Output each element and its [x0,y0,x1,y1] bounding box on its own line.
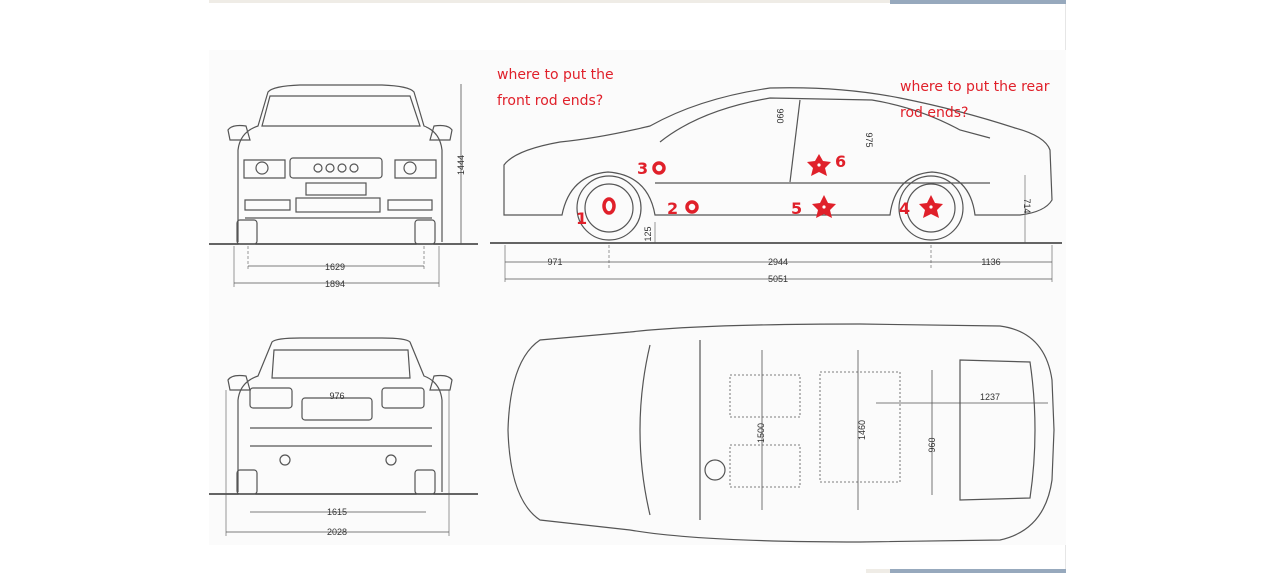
side-view-drawing [490,87,1062,282]
dim-top-front-width: 1500 [756,423,766,443]
front-question-line-1: where to put the [497,67,614,83]
bottom-accent-bar [890,569,1066,573]
front-view-drawing [209,84,478,287]
top-view-drawing [507,323,1055,543]
dim-rear-track: 1615 [327,507,347,517]
dim-trunk-width: 960 [927,437,937,452]
dim-front-width: 1894 [325,279,345,289]
marker-5-label: 5 [791,199,802,218]
dim-wheelbase: 2944 [768,257,788,267]
dim-length: 5051 [768,274,788,284]
dim-trunk-height: 714 [1022,198,1032,213]
dim-front-overhang: 971 [547,257,562,267]
top-accent-bar [890,0,1066,4]
dim-ground-clearance: 125 [643,226,653,241]
dim-front-track: 1629 [325,262,345,272]
rear-rod-ends-question: where to put the rear rod ends? [900,74,1049,126]
front-question-line-2: front rod ends? [497,93,604,109]
dim-trunk-length: 1237 [980,392,1000,402]
dim-top-rear-width: 1460 [857,420,867,440]
dim-rear-overhang: 1136 [981,257,1000,267]
marker-2-circle [685,200,699,214]
bottom-border-strip [866,569,890,573]
marker-1-label: 1 [576,209,587,228]
front-rod-ends-question: where to put the front rod ends? [497,62,614,114]
rear-question-line-1: where to put the rear [900,79,1050,95]
top-border-strip [209,0,1066,3]
marker-2-label: 2 [667,199,678,218]
marker-3-label: 3 [637,159,648,178]
marker-6-label: 6 [835,152,846,171]
rear-badge-number: 976 [329,391,344,401]
dim-rear-headroom: 975 [864,132,874,147]
rear-question-line-2: rod ends? [900,105,969,121]
dim-front-headroom: 990 [775,108,785,123]
marker-3-circle [652,161,666,175]
marker-4-label: 4 [899,199,910,218]
dim-rear-width: 2028 [327,527,347,537]
dim-height: 1444 [456,155,466,175]
rear-view-drawing [209,337,478,536]
marker-1-circle [602,197,616,215]
blueprint-sheet [209,50,1066,545]
